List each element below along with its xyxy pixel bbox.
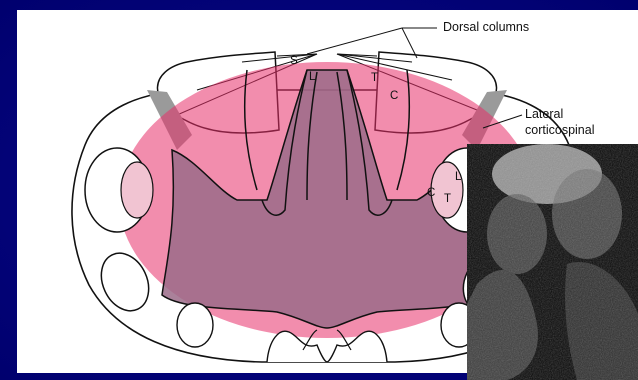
dorsal-letter-l: L [309, 72, 315, 84]
label-dorsal-columns: Dorsal columns [443, 21, 529, 34]
dorsal-letter-t: T [371, 73, 378, 85]
lateral-letter-t: T [444, 194, 451, 206]
label-lateral-line2: corticospinal [525, 124, 594, 137]
mri-scan-image [467, 144, 638, 380]
dorsal-letter-s: S [290, 56, 298, 68]
label-lateral-line1: Lateral [525, 108, 563, 121]
lateral-letter-l: L [455, 172, 461, 184]
dorsal-letter-c: C [390, 91, 398, 103]
lateral-letter-c: C [427, 188, 435, 200]
